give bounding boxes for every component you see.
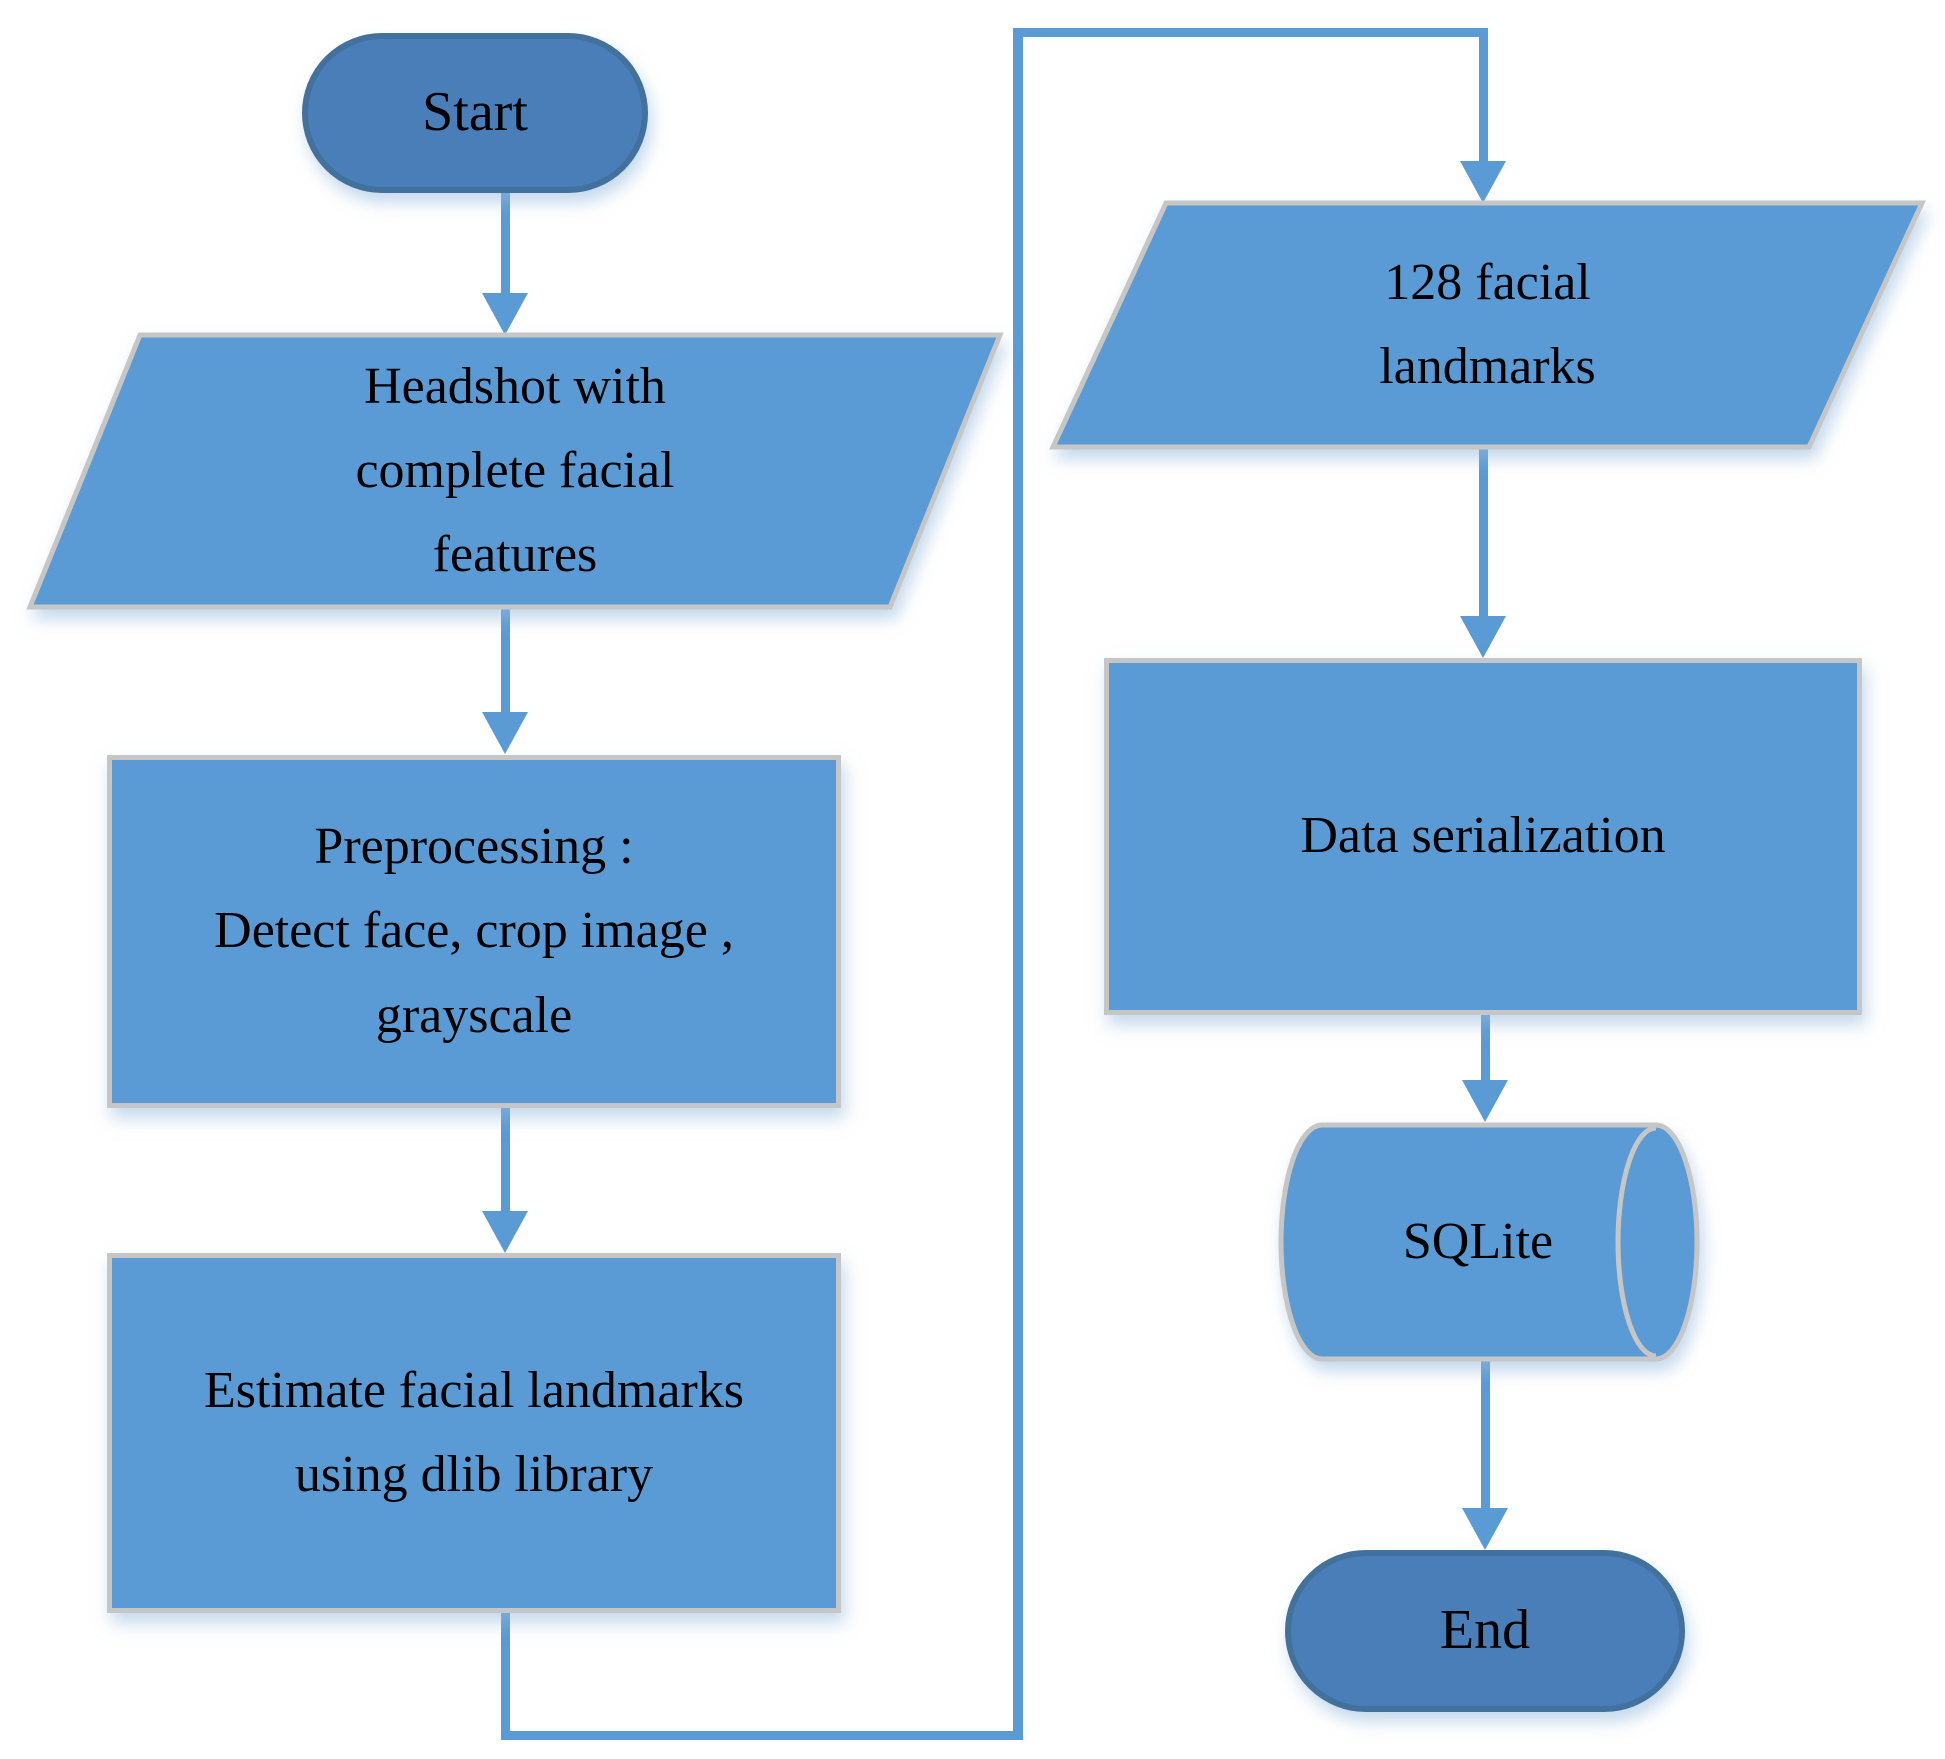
node-serialization: Data serialization: [1104, 658, 1862, 1015]
connector-middle-vertical: [1013, 28, 1023, 1740]
connector-estimate-down: [501, 1611, 510, 1740]
node-preprocessing-label: Preprocessing : Detect face, crop image …: [214, 818, 734, 1044]
node-sqlite: [1278, 1122, 1700, 1362]
connector-preprocessing-estimate: [501, 1106, 510, 1214]
node-end-label: End: [1439, 1599, 1531, 1662]
node-preprocessing: Preprocessing : Detect face, crop image …: [107, 755, 841, 1108]
cylinder-shape: [1278, 1122, 1700, 1362]
connector-bottom-horizontal: [501, 1731, 1023, 1740]
arrowhead-icon: [482, 293, 528, 335]
node-estimate-label: Estimate facial landmarks using dlib lib…: [203, 1361, 744, 1503]
connector-landmarks-serialization: [1479, 445, 1488, 623]
node-estimate: Estimate facial landmarks using dlib lib…: [107, 1253, 841, 1613]
arrowhead-icon: [1460, 616, 1506, 658]
node-start-label: Start: [422, 81, 528, 144]
connector-top-horizontal: [1013, 28, 1487, 37]
arrowhead-icon: [1460, 161, 1506, 203]
arrowhead-icon: [1462, 1080, 1508, 1122]
node-serialization-label: Data serialization: [1300, 807, 1666, 865]
arrowhead-icon: [482, 1211, 528, 1253]
connector-serialization-sqlite: [1481, 1013, 1490, 1085]
arrowhead-icon: [482, 712, 528, 754]
node-end: End: [1285, 1550, 1685, 1712]
parallelogram-shape: [1049, 200, 1926, 450]
connector-headshot-preprocessing: [501, 605, 510, 717]
parallelogram-shape: [26, 332, 1004, 610]
connector-sqlite-end: [1481, 1360, 1490, 1510]
connector-start-headshot: [501, 190, 510, 298]
cylinder-rim: [1615, 1125, 1657, 1359]
connector-into-landmarks: [1479, 28, 1488, 163]
node-start: Start: [302, 33, 648, 193]
arrowhead-icon: [1462, 1508, 1508, 1550]
